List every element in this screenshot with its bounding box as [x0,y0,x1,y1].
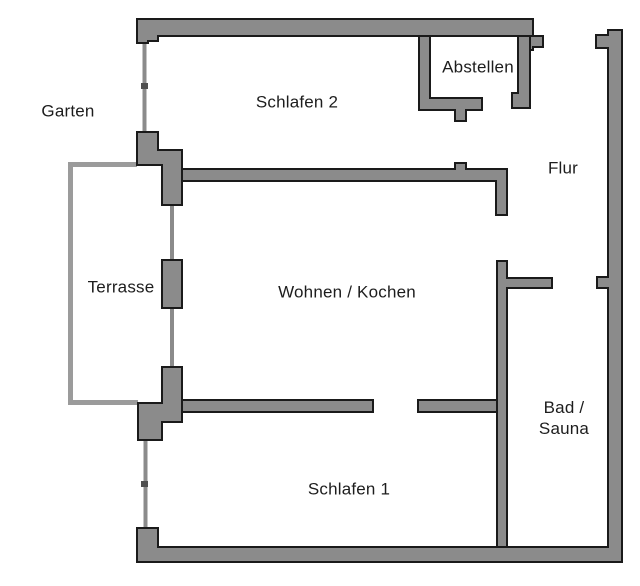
room-label-garten: Garten [41,101,95,121]
wall-schlafen1-north-left [181,399,374,413]
room-label-bad-sauna-line1: Bad / [543,398,585,417]
room-label-schlafen1: Schlafen 1 [307,479,391,499]
wall-right-and-bottom [136,29,623,563]
terrace-outline [68,162,138,405]
room-label-bad-sauna: Bad / Sauna [539,397,589,439]
wall-schlafen1-north-right [417,399,498,413]
wall-abstellen-right [511,35,531,109]
wall-abstellen-left [418,35,483,122]
wall-nw-corner-piece [136,131,183,206]
room-label-bad-sauna-line2: Sauna [538,419,590,438]
room-label-schlafen2: Schlafen 2 [255,92,339,112]
room-label-wohnen-kochen: Wohnen / Kochen [278,282,416,302]
room-label-abstellen: Abstellen [442,57,514,77]
wall-sw-corner-piece [137,366,183,441]
room-label-flur: Flur [547,158,579,178]
room-label-terrasse: Terrasse [87,277,155,297]
wall-west-pier [161,259,183,309]
wall-bad-west [496,260,553,548]
window-tick-upper [141,83,148,89]
window-wohnen-west-lower [170,308,174,368]
wall-schlafen2-south [181,162,508,216]
wall-top [136,18,534,44]
window-wohnen-west-upper [170,205,174,261]
window-tick-lower [141,481,148,487]
